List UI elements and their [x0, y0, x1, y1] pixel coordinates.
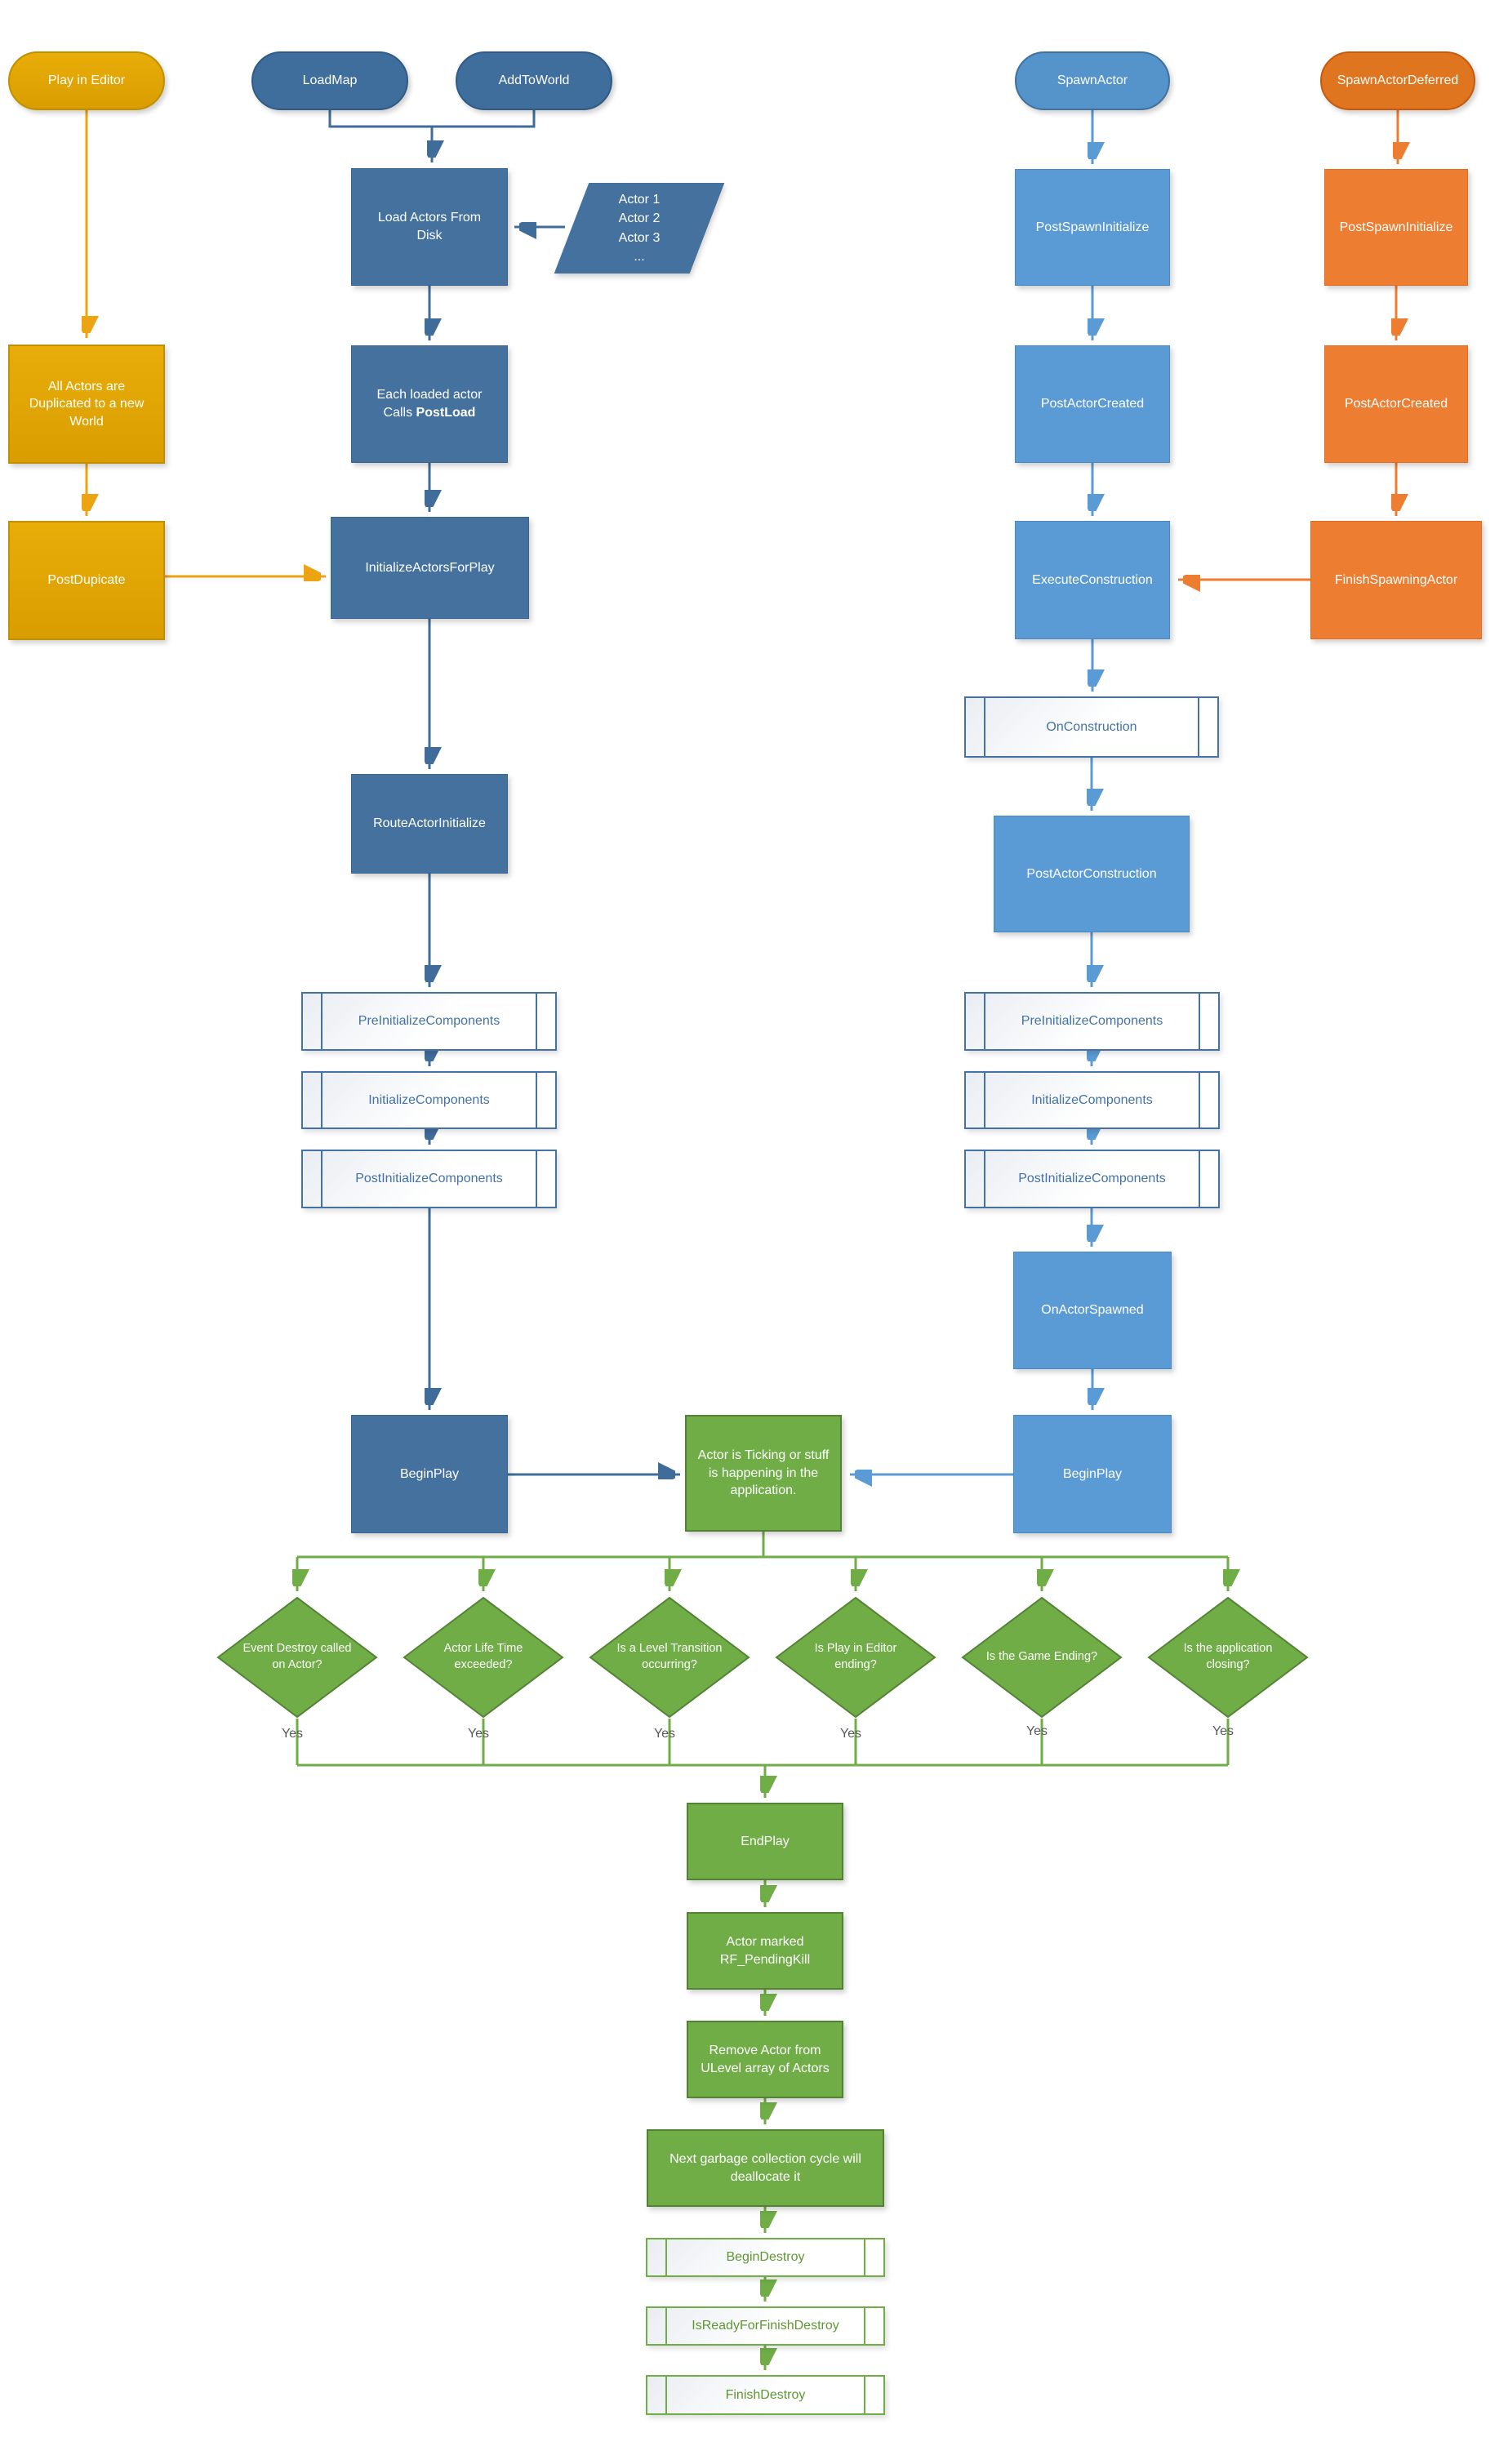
subprocess-label: IsReadyForFinishDestroy — [692, 2319, 839, 2333]
decision-play-in-editor-ending: Is Play in Editor ending? — [775, 1596, 936, 1719]
actor-list-item: Actor 2 — [618, 211, 661, 226]
node-on-actor-spawned: OnActorSpawned — [1013, 1252, 1172, 1369]
decision-label: Is the Game Ending? — [985, 1650, 1098, 1664]
decision-actor-lifetime: Actor Life Time exceeded? — [403, 1596, 564, 1719]
actor-list-item: Actor 1 — [618, 193, 661, 207]
postload-prefix: Calls — [383, 406, 416, 420]
node-each-loaded-actor-postload: Each loaded actor Calls PostLoad — [351, 345, 508, 463]
subprocess-label: PostInitializeComponents — [355, 1172, 503, 1185]
postload-bold: PostLoad — [416, 406, 476, 420]
yes-label: Yes — [1025, 1724, 1048, 1738]
node-finish-destroy: FinishDestroy — [646, 2375, 885, 2415]
node-post-actor-construction: PostActorConstruction — [994, 816, 1190, 932]
postload-line1: Each loaded actor — [376, 388, 483, 403]
node-play-in-editor: Play in Editor — [8, 51, 165, 110]
decision-label: Is the application closing? — [1183, 1642, 1273, 1671]
connector-yellow-group — [87, 110, 326, 576]
node-post-duplicate: PostDupicate — [8, 521, 165, 640]
node-actor-is-ticking: Actor is Ticking or stuff is happening i… — [685, 1415, 842, 1532]
yes-label: Yes — [839, 1727, 862, 1741]
connector-darkblue-group — [328, 110, 680, 1474]
decision-label: Event Destroy called on Actor? — [242, 1642, 352, 1671]
decision-label: Is Play in Editor ending? — [814, 1642, 897, 1671]
subprocess-label: PostInitializeComponents — [1018, 1172, 1166, 1185]
subprocess-label: BeginDestroy — [726, 2250, 805, 2264]
subprocess-label: FinishDestroy — [725, 2387, 806, 2402]
node-remove-actor-from-ulevel: Remove Actor from ULevel array of Actors — [687, 2021, 843, 2098]
decision-level-transition: Is a Level Transition occurring? — [589, 1596, 750, 1719]
node-begin-play-right: BeginPlay — [1013, 1415, 1172, 1533]
node-initialize-components-right: InitializeComponents — [964, 1071, 1220, 1129]
node-on-construction: OnConstruction — [964, 696, 1219, 758]
node-load-map: LoadMap — [251, 51, 408, 110]
node-post-initialize-components-left: PostInitializeComponents — [301, 1150, 557, 1208]
node-pre-initialize-components-right: PreInitializeComponents — [964, 992, 1220, 1051]
decision-label: Actor Life Time exceeded? — [443, 1642, 523, 1671]
node-finish-spawning-actor: FinishSpawningActor — [1310, 521, 1482, 639]
node-initialize-components-left: InitializeComponents — [301, 1071, 557, 1129]
node-load-actors-from-disk: Load Actors From Disk — [351, 168, 508, 286]
node-actor-marked-pending-kill: Actor marked RF_PendingKill — [687, 1912, 843, 1990]
node-post-actor-created-orange: PostActorCreated — [1324, 345, 1468, 463]
node-post-spawn-initialize-orange: PostSpawnInitialize — [1324, 169, 1468, 286]
node-end-play: EndPlay — [687, 1803, 843, 1880]
node-spawn-actor: SpawnActor — [1015, 51, 1170, 110]
node-add-to-world: AddToWorld — [456, 51, 612, 110]
node-initialize-actors-for-play: InitializeActorsForPlay — [331, 517, 529, 619]
yes-label: Yes — [653, 1727, 676, 1741]
connector-orange-group — [1178, 110, 1398, 580]
connector-green-group — [297, 1532, 1228, 2370]
node-pre-initialize-components-left: PreInitializeComponents — [301, 992, 557, 1051]
node-begin-play-left: BeginPlay — [351, 1415, 508, 1533]
subprocess-label: InitializeComponents — [1031, 1092, 1153, 1107]
node-begin-destroy: BeginDestroy — [646, 2238, 885, 2277]
yes-label: Yes — [281, 1727, 304, 1741]
node-post-actor-created-blue: PostActorCreated — [1015, 345, 1170, 463]
decision-event-destroy: Event Destroy called on Actor? — [216, 1596, 378, 1719]
node-route-actor-initialize: RouteActorInitialize — [351, 774, 508, 874]
node-is-ready-for-finish-destroy: IsReadyForFinishDestroy — [646, 2306, 885, 2346]
node-spawn-actor-deferred: SpawnActorDeferred — [1320, 51, 1475, 110]
node-actor-list-parallelogram: Actor 1 Actor 2 Actor 3 ... — [554, 183, 725, 274]
node-post-spawn-initialize-blue: PostSpawnInitialize — [1015, 169, 1170, 286]
decision-application-closing: Is the application closing? — [1147, 1596, 1309, 1719]
connector-lightblue-group — [850, 110, 1092, 1474]
yes-label: Yes — [1212, 1724, 1234, 1738]
decision-game-ending: Is the Game Ending? — [961, 1596, 1123, 1719]
actor-list-item: Actor 3 — [618, 230, 661, 245]
yes-label: Yes — [467, 1727, 490, 1741]
subprocess-label: PreInitializeComponents — [1021, 1014, 1163, 1028]
decision-label: Is a Level Transition occurring? — [616, 1642, 723, 1671]
node-garbage-collection: Next garbage collection cycle will deall… — [647, 2129, 884, 2207]
subprocess-label: OnConstruction — [1046, 719, 1137, 734]
node-execute-construction: ExecuteConstruction — [1015, 521, 1170, 639]
node-all-actors-duplicated: All Actors are Duplicated to a new World — [8, 345, 165, 464]
actor-list-item: ... — [634, 249, 645, 264]
subprocess-label: InitializeComponents — [368, 1092, 490, 1107]
node-post-initialize-components-right: PostInitializeComponents — [964, 1150, 1220, 1208]
subprocess-label: PreInitializeComponents — [358, 1014, 500, 1028]
